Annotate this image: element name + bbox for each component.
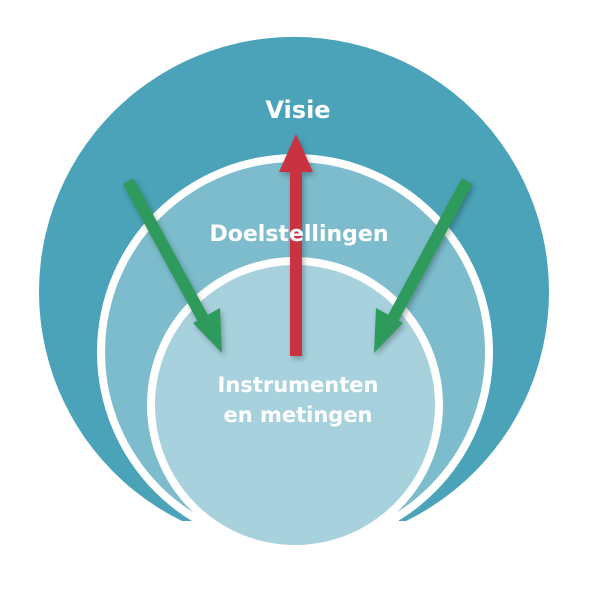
label-visie: Visie: [265, 96, 330, 124]
arrow-down-left-icon: [374, 178, 473, 353]
arrow-down-right-icon: [122, 178, 222, 353]
inner-circle-shape: [155, 265, 435, 545]
label-instrumenten: Instrumenten: [218, 373, 379, 397]
base-mask: [0, 551, 591, 591]
label-doelstellingen: Doelstellingen: [210, 222, 389, 247]
label-en-metingen: en metingen: [223, 403, 372, 427]
arrow-up-icon: [279, 134, 313, 356]
